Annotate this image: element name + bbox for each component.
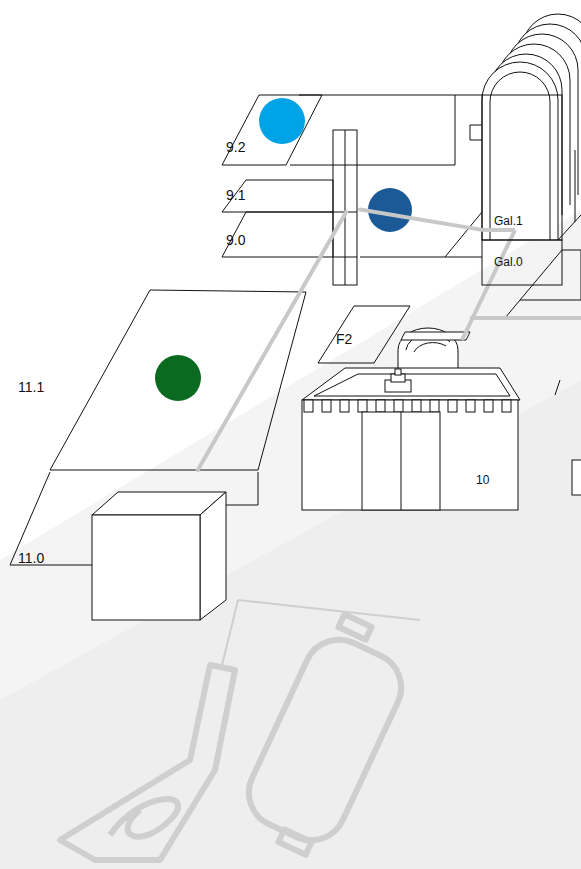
corridor-connector [360,209,482,229]
plate-outline [50,290,306,470]
gallery-wing [505,300,520,318]
corridor-connector [198,212,346,470]
location-dots [155,98,412,401]
location-dots [368,188,412,232]
box-outline [482,95,562,240]
floor-label: Gal.0 [494,254,523,270]
corridor-path [470,316,581,320]
floor-plate: 9.1 [222,180,360,212]
lab-sketch [278,829,311,854]
floor-label: 11.1 [18,379,44,395]
building-11-lower-plate [10,472,50,565]
entrance-edge [401,412,402,510]
building-9-outline [445,212,482,257]
battlement [448,400,457,412]
lab-sketch [222,600,238,665]
battlement [394,400,403,412]
corridor-path [482,228,515,232]
battlement [502,400,511,412]
gallery-arches [490,72,550,240]
box-outline [482,240,562,285]
building-9-outline [360,257,482,258]
gallery-arches [482,62,558,240]
passage-marker [572,460,581,495]
battlement [466,400,475,412]
building-11-lower-plate [258,472,259,505]
floor-label: 9.2 [226,139,245,155]
building-9-outline [470,140,482,141]
node-outline [50,288,308,472]
location-dots [259,98,305,144]
roof-plate [302,368,520,400]
building-body [302,400,518,510]
plate-outline [222,180,333,212]
battlement [430,400,439,412]
lab-sketch [60,600,420,860]
battlement [340,400,349,412]
floor-label: Gal.1 [494,213,523,229]
lab-sketch [110,799,178,837]
building-9-outline [290,165,455,166]
lab-sketch [60,665,235,860]
background-band [0,210,581,869]
battlement [484,400,493,412]
location-dots [155,355,201,401]
building-11-lower-plate [226,505,258,506]
gallery-floor: Gal.0 [482,240,562,285]
plate-outline [222,95,322,165]
gallery-arches [575,150,576,222]
battlement [376,400,385,412]
floor-plate: 9.2 [222,95,322,165]
passage-marker [401,332,470,340]
corridor-path [462,230,581,340]
background-band [0,380,581,869]
floor-label: F2 [336,331,352,347]
roof-inner [314,374,510,396]
node-outline [318,306,410,363]
building-9-outline [333,130,357,285]
floor-plate: F2 [318,306,410,363]
battlement [412,400,421,412]
building-9-outline [470,125,471,140]
castle-building: 10 [300,360,522,512]
building-9-outline [470,125,482,126]
plate-outline [222,212,333,257]
gallery-arches [558,215,581,240]
battlement [358,400,367,412]
gallery-wing [520,250,581,300]
gallery-arches [482,14,581,240]
floor-plate: 9.0 [222,212,360,257]
lab-sketch [237,628,412,852]
battlement [304,400,313,412]
cube-building: 11.0 [92,470,260,622]
building-10-roof-cylinder [414,343,446,352]
plate-outline [318,306,410,363]
cube-front [92,515,200,620]
lab-sketch [338,614,371,639]
background-band [0,210,581,869]
passage-marker [555,380,560,395]
floor-label: 11.0 [18,550,44,566]
cube-side [200,492,226,620]
floor-plate: 11.1 [50,288,308,472]
roof-pyramid [395,369,401,375]
floor-label: 10 [476,472,489,488]
lab-sketch [238,600,420,620]
building-9-outline [345,130,346,285]
node-outline [300,360,522,512]
building-9-outline [455,95,456,165]
floor-label: 9.0 [226,232,245,248]
gallery-building: Gal.1 [482,95,562,240]
node-outline [92,470,260,622]
battlement [322,400,331,412]
floor-label: 9.1 [226,187,245,203]
entrance-block [362,412,440,510]
